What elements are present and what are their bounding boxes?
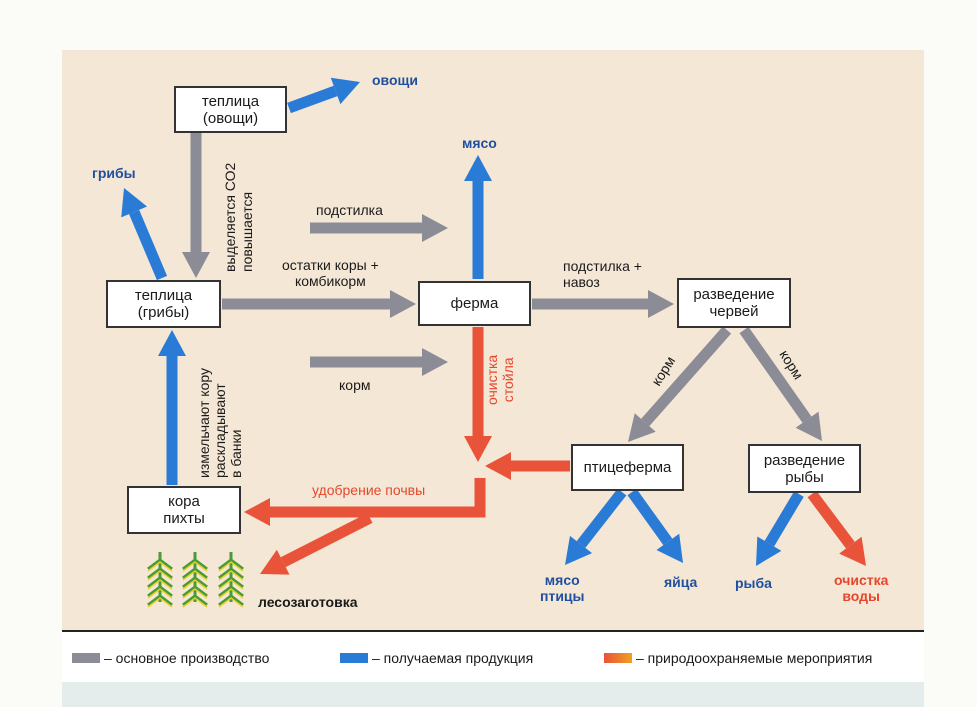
arrow-water-cleaning-shaft bbox=[807, 490, 855, 549]
label-vegetables: овощи bbox=[372, 72, 418, 88]
arrow-soil-fertilizer-head bbox=[244, 498, 270, 526]
arrow-soil-fertilizer-shaft bbox=[270, 478, 486, 518]
node-farm: ферма bbox=[418, 281, 531, 326]
arrow-poultry-waste-head bbox=[485, 452, 511, 480]
arrow-feed-right-shaft bbox=[739, 326, 812, 423]
legend-environmental: – природоохраняемые мероприятия bbox=[604, 650, 872, 666]
arrow-poultry-meat-head bbox=[565, 535, 593, 565]
bottom-strip bbox=[62, 682, 924, 707]
arrow-meat-head bbox=[464, 155, 492, 181]
node-greenhouse-mushrooms: теплица (грибы) bbox=[106, 280, 221, 328]
legend-products-swatch bbox=[340, 653, 368, 663]
arrow-eggs-shaft bbox=[627, 488, 673, 546]
node-greenhouse-vegetables: теплица (овощи) bbox=[174, 86, 287, 133]
label-feed: корм bbox=[339, 377, 371, 393]
label-stall-cleaning: очистка стойла bbox=[484, 354, 516, 405]
legend-bar bbox=[62, 630, 924, 686]
legend-products: – получаемая продукция bbox=[340, 650, 533, 666]
legend-main-swatch bbox=[72, 653, 100, 663]
arrow-bedding-manure-head bbox=[648, 290, 674, 318]
arrow-water-cleaning-head bbox=[839, 536, 866, 566]
node-fir-bark: кора пихты bbox=[127, 486, 241, 534]
arrow-feed-right-head bbox=[795, 411, 822, 441]
arrow-logging-head bbox=[260, 549, 290, 575]
label-eggs: яйца bbox=[664, 574, 698, 590]
arrow-logging-shaft bbox=[280, 513, 373, 568]
node-fish-breeding: разведение рыбы bbox=[748, 444, 861, 493]
arrow-co2-head bbox=[182, 252, 210, 278]
arrow-bark-feed-head bbox=[390, 290, 416, 318]
arrow-feed-left-shaft bbox=[641, 326, 732, 427]
label-meat: мясо bbox=[462, 135, 497, 151]
legend-environmental-label: – природоохраняемые мероприятия bbox=[636, 650, 873, 666]
arrow-feed-left-head bbox=[628, 413, 656, 442]
label-co2: выделяется СО2 повышается bbox=[222, 162, 255, 272]
arrow-fish-shaft bbox=[764, 491, 804, 547]
label-bedding-manure: подстилка + навоз bbox=[563, 258, 642, 290]
arrow-stall-cleaning-head bbox=[464, 436, 492, 462]
label-water-cleaning: очистка воды bbox=[834, 572, 889, 604]
legend-main: – основное производство bbox=[72, 650, 269, 666]
legend-products-label: – получаемая продукция bbox=[372, 650, 534, 666]
arrow-vegetables-shaft bbox=[287, 85, 338, 114]
legend-main-label: – основное производство bbox=[104, 650, 270, 666]
arrow-fish-head bbox=[756, 536, 782, 566]
label-logging: лесозаготовка bbox=[258, 594, 358, 610]
label-poultry-meat: мясо птицы bbox=[540, 572, 585, 604]
label-mushrooms: грибы bbox=[92, 165, 136, 181]
node-worm-breeding: разведение червей bbox=[677, 278, 791, 328]
arrow-feed-head bbox=[422, 348, 448, 376]
arrow-poultry-meat-shaft bbox=[576, 488, 627, 548]
label-fish: рыба bbox=[735, 575, 772, 591]
arrow-bedding-head bbox=[422, 214, 448, 242]
arrow-vegetables-head bbox=[330, 77, 360, 105]
fir-tree-icon bbox=[182, 552, 208, 608]
label-bark-feed: остатки коры + комбикорм bbox=[282, 257, 379, 289]
legend-environmental-swatch bbox=[604, 653, 632, 663]
node-poultry-farm: птицеферма bbox=[571, 444, 684, 491]
label-bedding: подстилка bbox=[316, 202, 383, 218]
arrow-eggs-head bbox=[656, 533, 683, 563]
fir-tree-icon bbox=[147, 552, 173, 608]
fir-tree-icon bbox=[218, 552, 244, 608]
arrow-bark-to-mushrooms-head bbox=[158, 330, 186, 356]
arrow-mushrooms-head bbox=[121, 188, 148, 218]
label-soil-fertilizer: удобрение почвы bbox=[312, 482, 426, 498]
arrow-mushrooms-shaft bbox=[129, 209, 168, 281]
label-bark-process: измельчают кору раскладывают в банки bbox=[196, 368, 244, 478]
